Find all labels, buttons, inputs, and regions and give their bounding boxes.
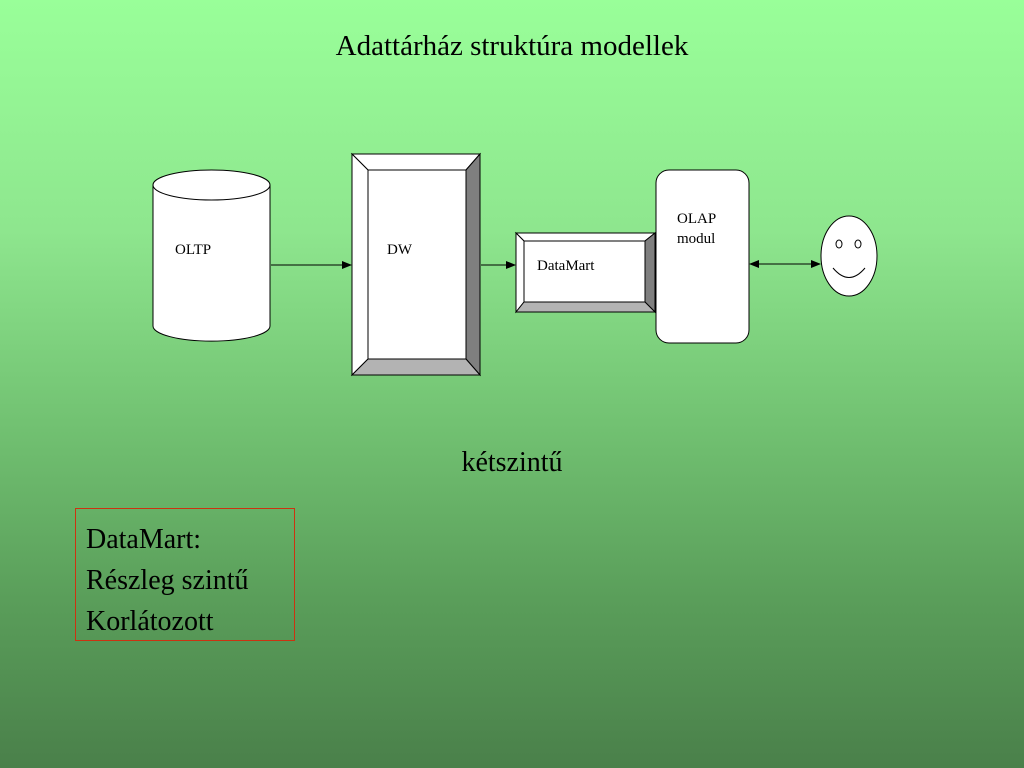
datamart-box: DataMart bbox=[514, 231, 657, 314]
note-line: Részleg szintű bbox=[86, 565, 249, 596]
datamart-label: DataMart bbox=[537, 258, 595, 274]
olap-label-line1: OLAP bbox=[677, 211, 716, 227]
slide-title: Adattárház struktúra modellek bbox=[335, 30, 689, 62]
note-line: DataMart: bbox=[86, 524, 202, 555]
oltp-database: OLTP bbox=[152, 169, 271, 342]
olap-module: OLAP modul bbox=[655, 169, 750, 344]
note-line: Korlátozott bbox=[86, 606, 214, 637]
dw-label: DW bbox=[387, 242, 413, 258]
datamart-note-box: DataMart: Részleg szintű Korlátozott bbox=[75, 508, 295, 641]
dw-warehouse: DW bbox=[350, 152, 482, 377]
model-type-label: kétszintű bbox=[461, 447, 563, 478]
olap-label-line2: modul bbox=[677, 231, 715, 247]
oltp-label: OLTP bbox=[175, 242, 211, 258]
user-smiley-icon bbox=[820, 215, 878, 297]
